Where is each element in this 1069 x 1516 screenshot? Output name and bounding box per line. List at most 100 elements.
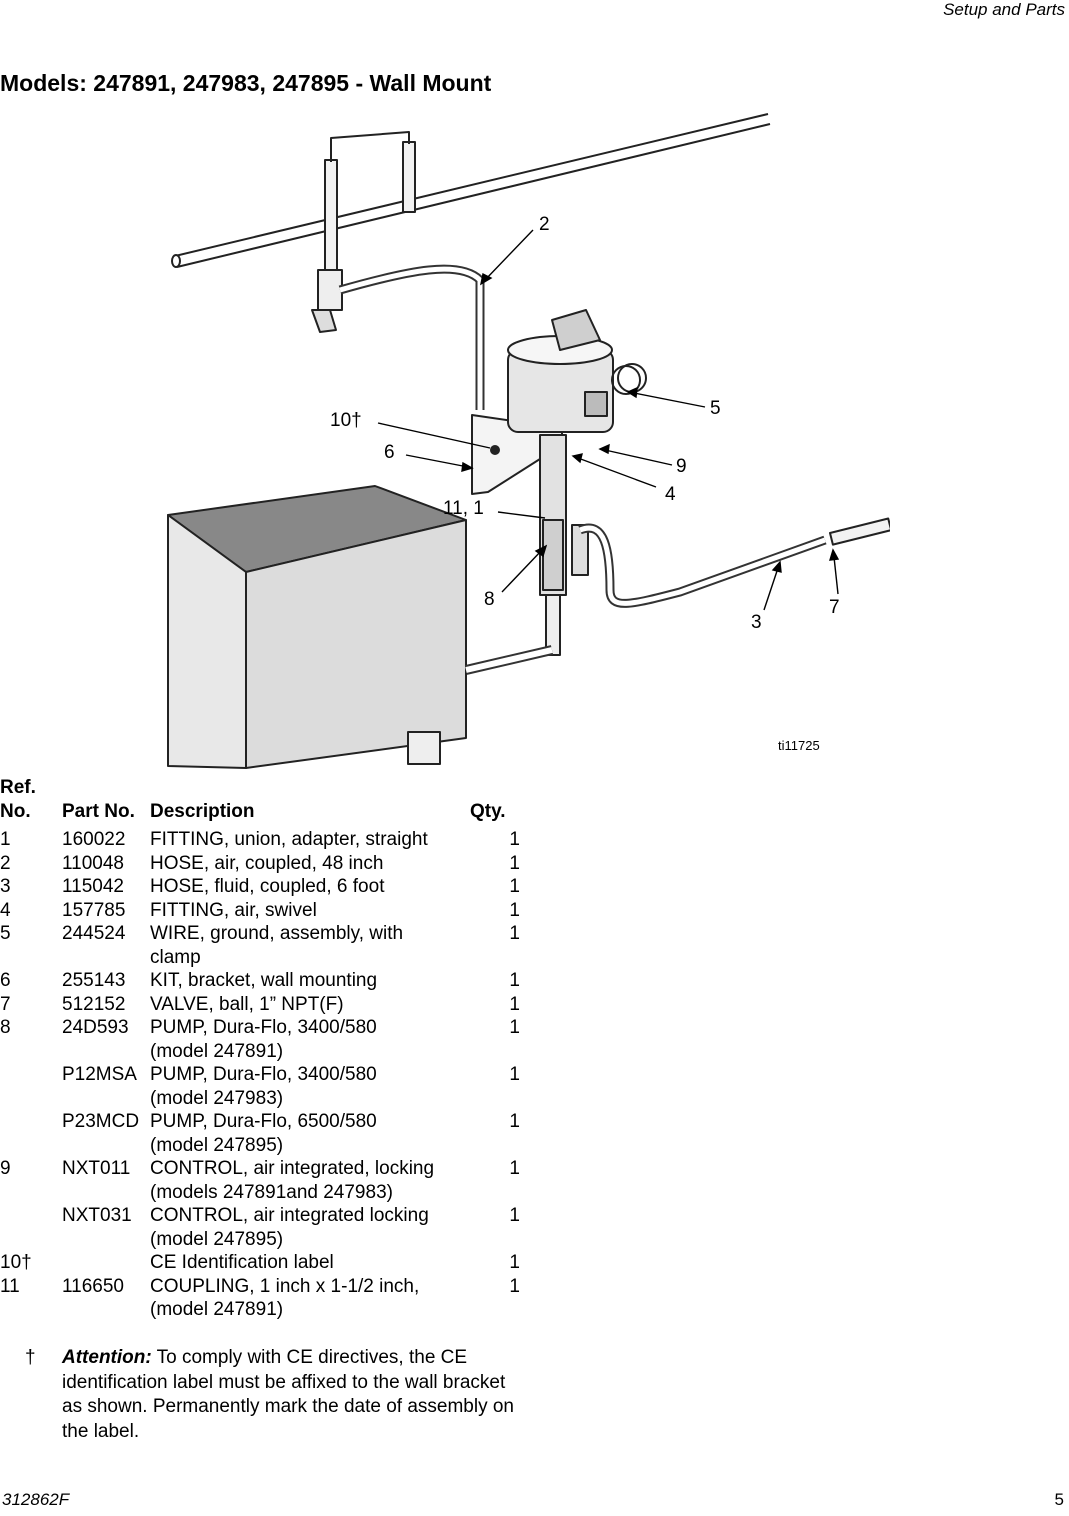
dagger-mark: † [25, 1347, 36, 1368]
part-no-cell: 512152 [62, 993, 126, 1015]
qty-cell: 1 [509, 970, 520, 991]
document-number: 312862F [2, 1490, 70, 1509]
header-ref-no: Ref. No. [0, 776, 62, 828]
callout-9: 9 [676, 456, 687, 477]
part-no-cell: 116650 [62, 1275, 124, 1297]
assembly-drawing [167, 113, 893, 769]
description-subtext: (models 247891and 247983) [150, 1181, 393, 1203]
description-subtext: (model 247891) [150, 1040, 284, 1062]
header-description: Description [150, 801, 255, 822]
description-text: HOSE, air, coupled, 48 inch [150, 852, 384, 874]
qty-cell: 1 [509, 993, 520, 1015]
part-no-cell: P12MSA [62, 1064, 137, 1085]
qty-cell: 1 [509, 1205, 520, 1226]
qty-cell: 1 [509, 852, 520, 874]
ref-cell: 3 [0, 876, 11, 897]
description-cell: HOSE, air, coupled, 48 inch [150, 852, 470, 876]
description-cell: PUMP, Dura-Flo, 3400/580(model 247983) [150, 1063, 470, 1110]
description-text: PUMP, Dura-Flo, 6500/580 [150, 1111, 377, 1132]
part-no-cell [62, 1251, 150, 1275]
callout-8: 8 [484, 589, 495, 610]
ref-cell: 1 [0, 829, 11, 850]
description-subtext: (model 247895) [150, 1228, 284, 1250]
ref-cell: 7 [0, 993, 11, 1015]
table-row: 9 NXT011 CONTROL, air integrated, locking(… [0, 1157, 520, 1204]
table-row: 8 24D593 PUMP, Dura-Flo, 3400/580(model 24… [0, 1016, 520, 1063]
description-cell: CE Identification label [150, 1251, 470, 1275]
description-text: VALVE, ball, 1” NPT(F) [150, 993, 344, 1015]
description-text: CONTROL, air integrated, locking [150, 1158, 435, 1179]
ref-cell: 6 [0, 970, 11, 991]
description-cell: HOSE, fluid, coupled, 6 foot [150, 875, 470, 899]
ref-cell: 4 [0, 899, 11, 921]
part-no-cell: 160022 [62, 829, 126, 850]
description-text: PUMP, Dura-Flo, 3400/580 [150, 1017, 377, 1038]
ref-cell: 10† [0, 1252, 32, 1273]
fluid-hose [578, 523, 827, 608]
header-ref-line1: Ref. [0, 777, 36, 798]
qty-cell: 1 [509, 923, 520, 944]
parts-table: Ref. No. Part No. Description Qty. 1 1600… [0, 776, 520, 1322]
description-text: PUMP, Dura-Flo, 3400/580 [150, 1064, 377, 1085]
table-row: P23MCD PUMP, Dura-Flo, 6500/580(model 247… [0, 1110, 520, 1157]
callout-7: 7 [829, 597, 840, 618]
qty-cell: 1 [509, 899, 520, 921]
ref-cell: 9 [0, 1158, 11, 1179]
description-subtext: (model 247983) [150, 1087, 284, 1109]
part-no-cell: 244524 [62, 923, 126, 944]
callout-2: 2 [539, 214, 550, 235]
parts-table-header: Ref. No. Part No. Description Qty. [0, 776, 520, 828]
ref-cell [0, 1063, 62, 1110]
part-no-cell: 24D593 [62, 1017, 129, 1038]
note-text: Attention: To comply with CE directives,… [62, 1346, 520, 1444]
qty-cell: 1 [509, 876, 520, 897]
part-no-cell: 110048 [62, 852, 124, 874]
callout-5: 5 [710, 398, 721, 419]
table-row: 7 512152 VALVE, ball, 1” NPT(F) 1 [0, 993, 520, 1017]
table-row: P12MSA PUMP, Dura-Flo, 3400/580(model 247… [0, 1063, 520, 1110]
qty-cell: 1 [509, 1275, 520, 1297]
ref-cell: 11 [0, 1275, 20, 1297]
description-cell: FITTING, union, adapter, straight [150, 828, 470, 852]
part-no-cell: NXT011 [62, 1158, 131, 1179]
table-row: 1 160022 FITTING, union, adapter, straight… [0, 828, 520, 852]
description-text: KIT, bracket, wall mounting [150, 970, 378, 991]
part-no-cell: P23MCD [62, 1111, 140, 1132]
callout-11-1: 11, 1 [443, 498, 484, 519]
description-text: FITTING, union, adapter, straight [150, 829, 428, 850]
part-no-cell: 157785 [62, 899, 126, 921]
description-cell: CONTROL, air integrated, locking(models … [150, 1157, 470, 1204]
qty-cell: 1 [509, 1252, 520, 1273]
description-text: CE Identification label [150, 1252, 334, 1273]
description-text: HOSE, fluid, coupled, 6 foot [150, 876, 385, 897]
part-no-cell: 255143 [62, 970, 126, 991]
figure-id: ti11725 [778, 738, 820, 753]
description-subtext: (model 247891) [150, 1299, 284, 1320]
callout-3: 3 [751, 612, 762, 633]
callout-6: 6 [384, 442, 395, 463]
part-no-cell: NXT031 [62, 1205, 132, 1226]
table-row: 6 255143 KIT, bracket, wall mounting 1 [0, 969, 520, 993]
description-subtext: (model 247895) [150, 1134, 284, 1156]
overhead-pipe-bottom [176, 123, 771, 268]
air-hose [338, 264, 485, 410]
qty-cell: 1 [509, 1017, 520, 1038]
parts-table-body: 1 160022 FITTING, union, adapter, straight… [0, 828, 520, 1322]
wall-mount-illustration: 2 5 10† 6 9 4 11, 1 8 3 7 ti11725 [160, 110, 893, 770]
description-cell: CONTROL, air integrated locking(model 24… [150, 1204, 470, 1251]
section-header: Setup and Parts [943, 0, 1065, 19]
ref-cell: 8 [0, 1017, 11, 1038]
header-ref-line2: No. [0, 801, 31, 822]
description-cell: KIT, bracket, wall mounting [150, 969, 470, 993]
qty-cell: 1 [509, 829, 520, 850]
description-cell: FITTING, air, swivel [150, 899, 470, 923]
attention-note: † Attention: To comply with CE directive… [0, 1346, 520, 1444]
ref-cell [0, 1110, 62, 1157]
header-part-no: Part No. [62, 801, 135, 822]
note-label: Attention: [62, 1347, 152, 1368]
